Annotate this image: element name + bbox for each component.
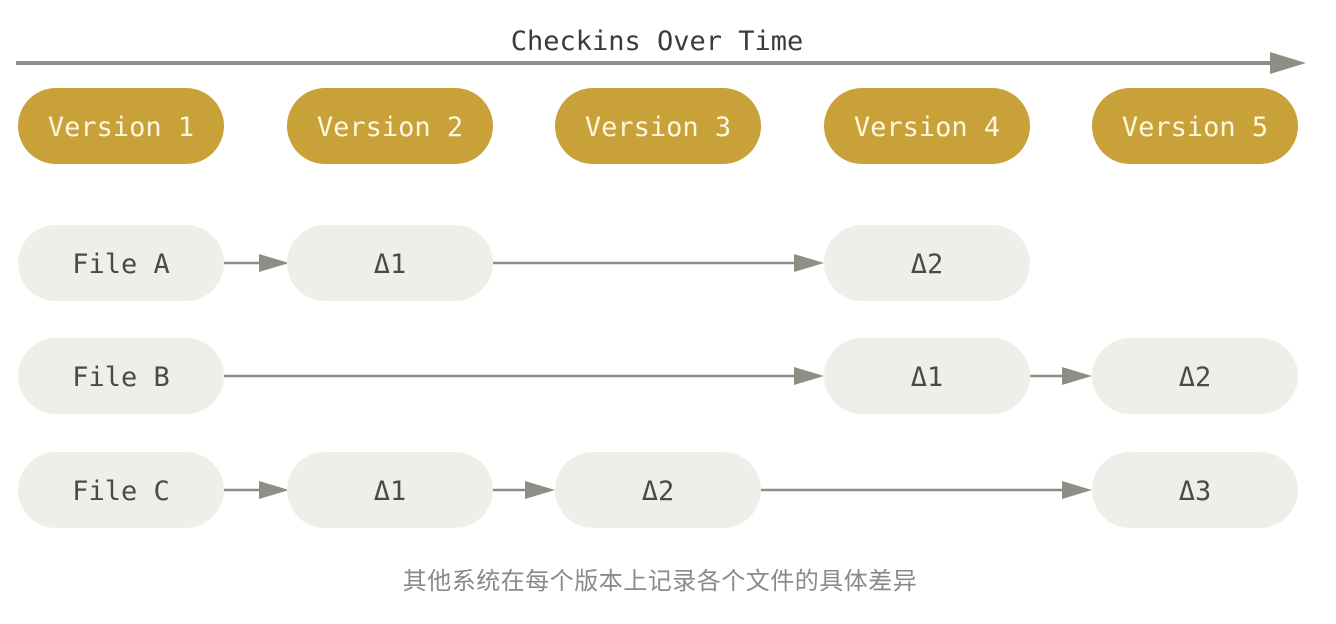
version-label: Version 5: [1122, 112, 1268, 143]
delta-label: Δ1: [374, 249, 407, 280]
arrowhead: [259, 481, 289, 499]
version-pill-4: Version 4: [824, 88, 1030, 164]
delta-pill: Δ2: [1092, 338, 1298, 414]
file-row-a: File A Δ1 Δ2: [18, 225, 1030, 301]
version-row: Version 1 Version 2 Version 3 Version 4 …: [18, 88, 1298, 164]
version-pill-1: Version 1: [18, 88, 224, 164]
arrowhead: [259, 254, 289, 272]
delta-pill: Δ2: [824, 225, 1030, 301]
arrowhead: [1062, 481, 1092, 499]
file-pill: File C: [18, 452, 224, 528]
delta-pill: Δ1: [287, 225, 493, 301]
file-row-c: File C Δ1 Δ2 Δ3: [18, 452, 1298, 528]
timeline: Checkins Over Time: [16, 26, 1306, 74]
delta-pill: Δ2: [555, 452, 761, 528]
version-pill-5: Version 5: [1092, 88, 1298, 164]
file-label: File C: [72, 476, 170, 507]
version-label: Version 1: [48, 112, 194, 143]
file-row-b: File B Δ1 Δ2: [18, 338, 1298, 414]
delta-label: Δ2: [1179, 362, 1212, 393]
figure-caption: 其他系统在每个版本上记录各个文件的具体差异: [402, 567, 918, 595]
delta-label: Δ1: [911, 362, 944, 393]
delta-label: Δ2: [911, 249, 944, 280]
file-label: File A: [72, 249, 170, 280]
timeline-arrowhead: [1270, 52, 1306, 74]
timeline-title: Checkins Over Time: [511, 26, 804, 57]
delta-pill: Δ1: [824, 338, 1030, 414]
version-pill-3: Version 3: [555, 88, 761, 164]
arrowhead: [1062, 367, 1092, 385]
version-label: Version 2: [317, 112, 463, 143]
file-pill: File A: [18, 225, 224, 301]
arrowhead: [525, 481, 555, 499]
delta-label: Δ1: [374, 476, 407, 507]
delta-label: Δ3: [1179, 476, 1212, 507]
delta-label: Δ2: [642, 476, 675, 507]
version-label: Version 3: [585, 112, 731, 143]
file-label: File B: [72, 362, 170, 393]
file-pill: File B: [18, 338, 224, 414]
delta-pill: Δ1: [287, 452, 493, 528]
delta-pill: Δ3: [1092, 452, 1298, 528]
version-label: Version 4: [854, 112, 1000, 143]
arrowhead: [794, 367, 824, 385]
arrowhead: [794, 254, 824, 272]
version-pill-2: Version 2: [287, 88, 493, 164]
